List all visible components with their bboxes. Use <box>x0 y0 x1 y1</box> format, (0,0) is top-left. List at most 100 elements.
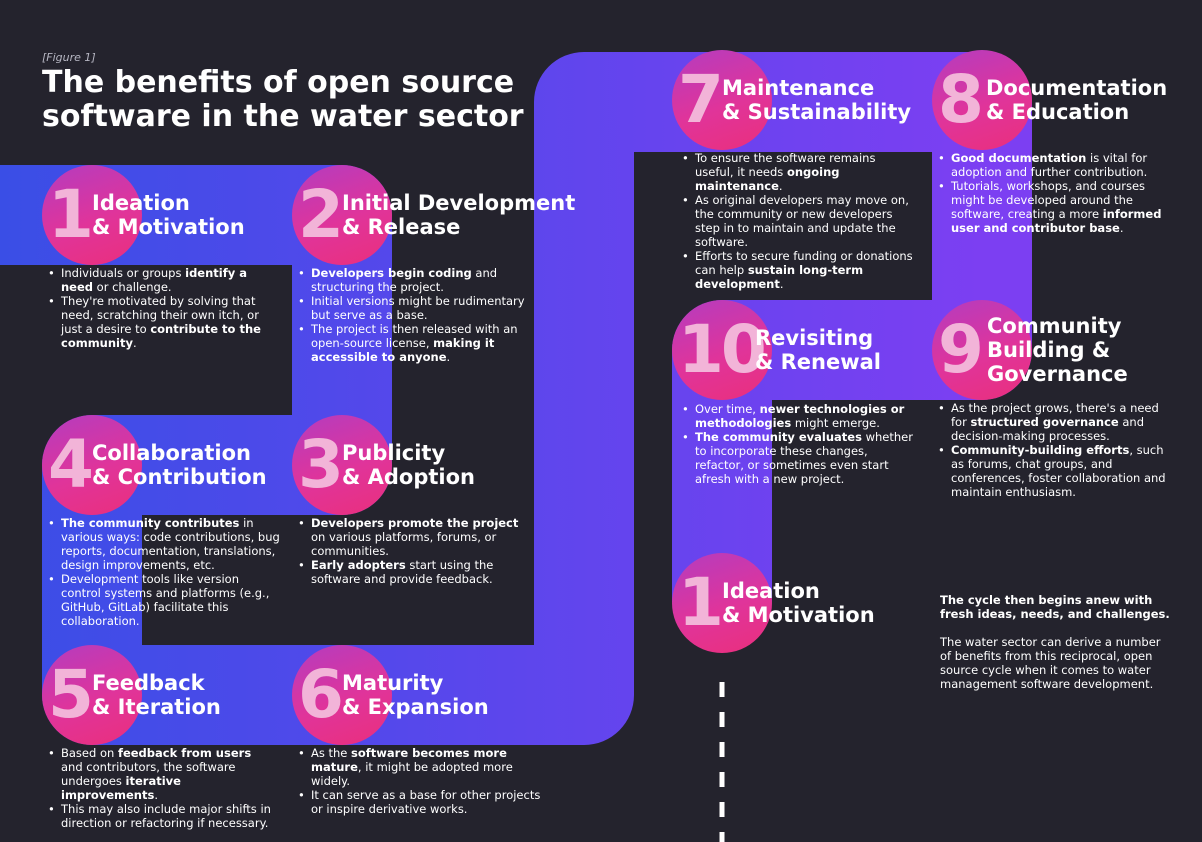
bullet-text: As original developers may move on, the … <box>695 193 909 249</box>
stage-badge <box>292 645 392 745</box>
stage-title: Feedback& Iteration <box>92 671 221 719</box>
stage-title-line: & Contribution <box>92 465 267 489</box>
stage-number: 4 <box>48 426 94 503</box>
figure-label: [Figure 1] <box>42 51 96 64</box>
bullet-item: It can serve as a base for other project… <box>292 788 542 816</box>
stage-title: Initial Development& Release <box>342 191 575 239</box>
bullet-text: They're motivated by solving that need, … <box>61 294 259 336</box>
bullet-text: . <box>154 788 158 802</box>
bullet-emphasis: making it accessible to anyone <box>311 336 495 364</box>
process-path-track <box>0 52 1032 745</box>
stage-title-line: Building & <box>987 338 1111 362</box>
stage-badge <box>292 415 392 515</box>
bullet-item: As the project grows, there's a need for… <box>932 401 1172 443</box>
bullet-text: It can serve as a base for other project… <box>311 788 541 816</box>
bullet-text: and structuring the project. <box>311 266 498 294</box>
stage-title-line: Maintenance <box>722 76 875 100</box>
bullet-text: . <box>446 350 451 364</box>
stage-number: 1 <box>48 176 94 253</box>
bullet-text: Over time, <box>695 402 760 416</box>
bullet-text: , it might be adopted more widely. <box>311 760 513 788</box>
stage-title-line: & Motivation <box>722 603 875 627</box>
bullet-emphasis: identify a need <box>61 266 247 294</box>
bullet-text: Development tools like version control s… <box>61 572 270 628</box>
outro-text: The cycle then begins anew with fresh id… <box>940 593 1170 705</box>
bullet-text: and contributors, the software undergoes <box>61 760 236 788</box>
bullet-item: Efforts to secure funding or donations c… <box>676 249 916 291</box>
bullet-item: Good documentation is vital for adoption… <box>932 151 1167 179</box>
bullet-item: The community contributes in various way… <box>42 516 282 572</box>
stage-title: Revisiting& Renewal <box>755 326 881 374</box>
stage-title-line: Feedback <box>92 671 205 695</box>
bullet-text: start using the software and provide fee… <box>311 558 494 586</box>
stage-badge <box>292 165 392 265</box>
stage-bullets: Based on feedback from users and contrib… <box>42 746 272 830</box>
bullet-text: Tutorials, workshops, and courses might … <box>951 179 1146 221</box>
stage-number: 2 <box>298 176 344 253</box>
stage-title-line: Documentation <box>986 76 1168 100</box>
stage-title: Maintenance& Sustainability <box>722 76 911 124</box>
stage-title-line: & Expansion <box>342 695 489 719</box>
bullet-emphasis: The community evaluates <box>695 430 862 444</box>
stage-badge <box>42 165 142 265</box>
stage-badge <box>932 50 1032 150</box>
bullet-item: Community-building efforts, such as foru… <box>932 443 1172 499</box>
stage-title: Documentation& Education <box>986 76 1167 124</box>
stage-title-line: & Release <box>342 215 461 239</box>
stage-badge <box>42 415 142 515</box>
outro-body: The water sector can derive a number of … <box>940 635 1161 691</box>
bullet-text: . <box>779 277 784 291</box>
stage-bullets: Good documentation is vital for adoption… <box>932 151 1167 235</box>
stage-bullets: Developers begin coding and structuring … <box>292 266 532 364</box>
bullet-emphasis: contribute to the community <box>61 322 261 350</box>
bullet-text: and decision-making processes. <box>951 415 1145 443</box>
stage-bullets: Individuals or groups identify a need or… <box>42 266 282 350</box>
bullet-item: Developers begin coding and structuring … <box>292 266 532 294</box>
stage-title-line: & Education <box>986 100 1130 124</box>
stage-title-line: Publicity <box>342 441 446 465</box>
stage-badge <box>672 50 772 150</box>
bullet-text: Based on <box>61 746 118 760</box>
bullet-text: , such as forums, chat groups, and confe… <box>951 443 1166 499</box>
bullet-item: The community evaluates whether to incor… <box>676 430 916 486</box>
stage-badge <box>42 645 142 745</box>
bullet-emphasis: feedback from users <box>117 746 252 760</box>
bullet-emphasis: Developers begin coding <box>311 266 472 280</box>
bullet-item: Development tools like version control s… <box>42 572 282 628</box>
stage-title-line: Maturity <box>342 671 444 695</box>
bullet-item: Individuals or groups identify a need or… <box>42 266 282 294</box>
bullet-text: To ensure the software remains useful, i… <box>695 151 876 179</box>
bullet-item: As the software becomes more mature, it … <box>292 746 542 788</box>
stage-title: Collaboration& Contribution <box>92 441 267 489</box>
outro-lead: The cycle then begins anew with fresh id… <box>940 593 1170 621</box>
stage-title-line: & Renewal <box>755 350 881 374</box>
bullet-text: on various platforms, forums, or communi… <box>311 530 497 558</box>
stage-bullets: The community contributes in various way… <box>42 516 282 628</box>
stage-badge <box>672 300 772 400</box>
bullet-emphasis: Community-building efforts <box>951 443 1130 457</box>
stage-bullets: To ensure the software remains useful, i… <box>676 151 916 291</box>
stage-bullets: Over time, newer technologies or methodo… <box>676 402 916 486</box>
stage-bullets: Developers promote the project on variou… <box>292 516 522 586</box>
bullet-text: . <box>778 179 783 193</box>
bullet-emphasis: The community contributes <box>61 516 240 530</box>
bullet-emphasis: iterative improvements <box>61 774 181 802</box>
stage-title: Publicity& Adoption <box>342 441 475 489</box>
bullet-text: in various ways: code contributions, bug… <box>61 516 280 572</box>
bullet-item: Tutorials, workshops, and courses might … <box>932 179 1167 235</box>
stage-title: Ideation& Motivation <box>722 579 875 627</box>
bullet-emphasis: structured governance <box>970 415 1119 429</box>
stage-badge <box>672 553 772 653</box>
bullet-emphasis: ongoing maintenance <box>695 165 840 193</box>
bullet-text: Initial versions might be rudimentary bu… <box>311 294 525 322</box>
bullet-item: As original developers may move on, the … <box>676 193 916 249</box>
stage-number: 10 <box>678 311 767 388</box>
bullet-item: They're motivated by solving that need, … <box>42 294 282 350</box>
bullet-item: The project is then released with an ope… <box>292 322 532 364</box>
bullet-text: . <box>1119 221 1124 235</box>
stage-number: 1 <box>678 564 724 641</box>
stage-number: 5 <box>48 656 94 733</box>
bullet-item: To ensure the software remains useful, i… <box>676 151 916 193</box>
